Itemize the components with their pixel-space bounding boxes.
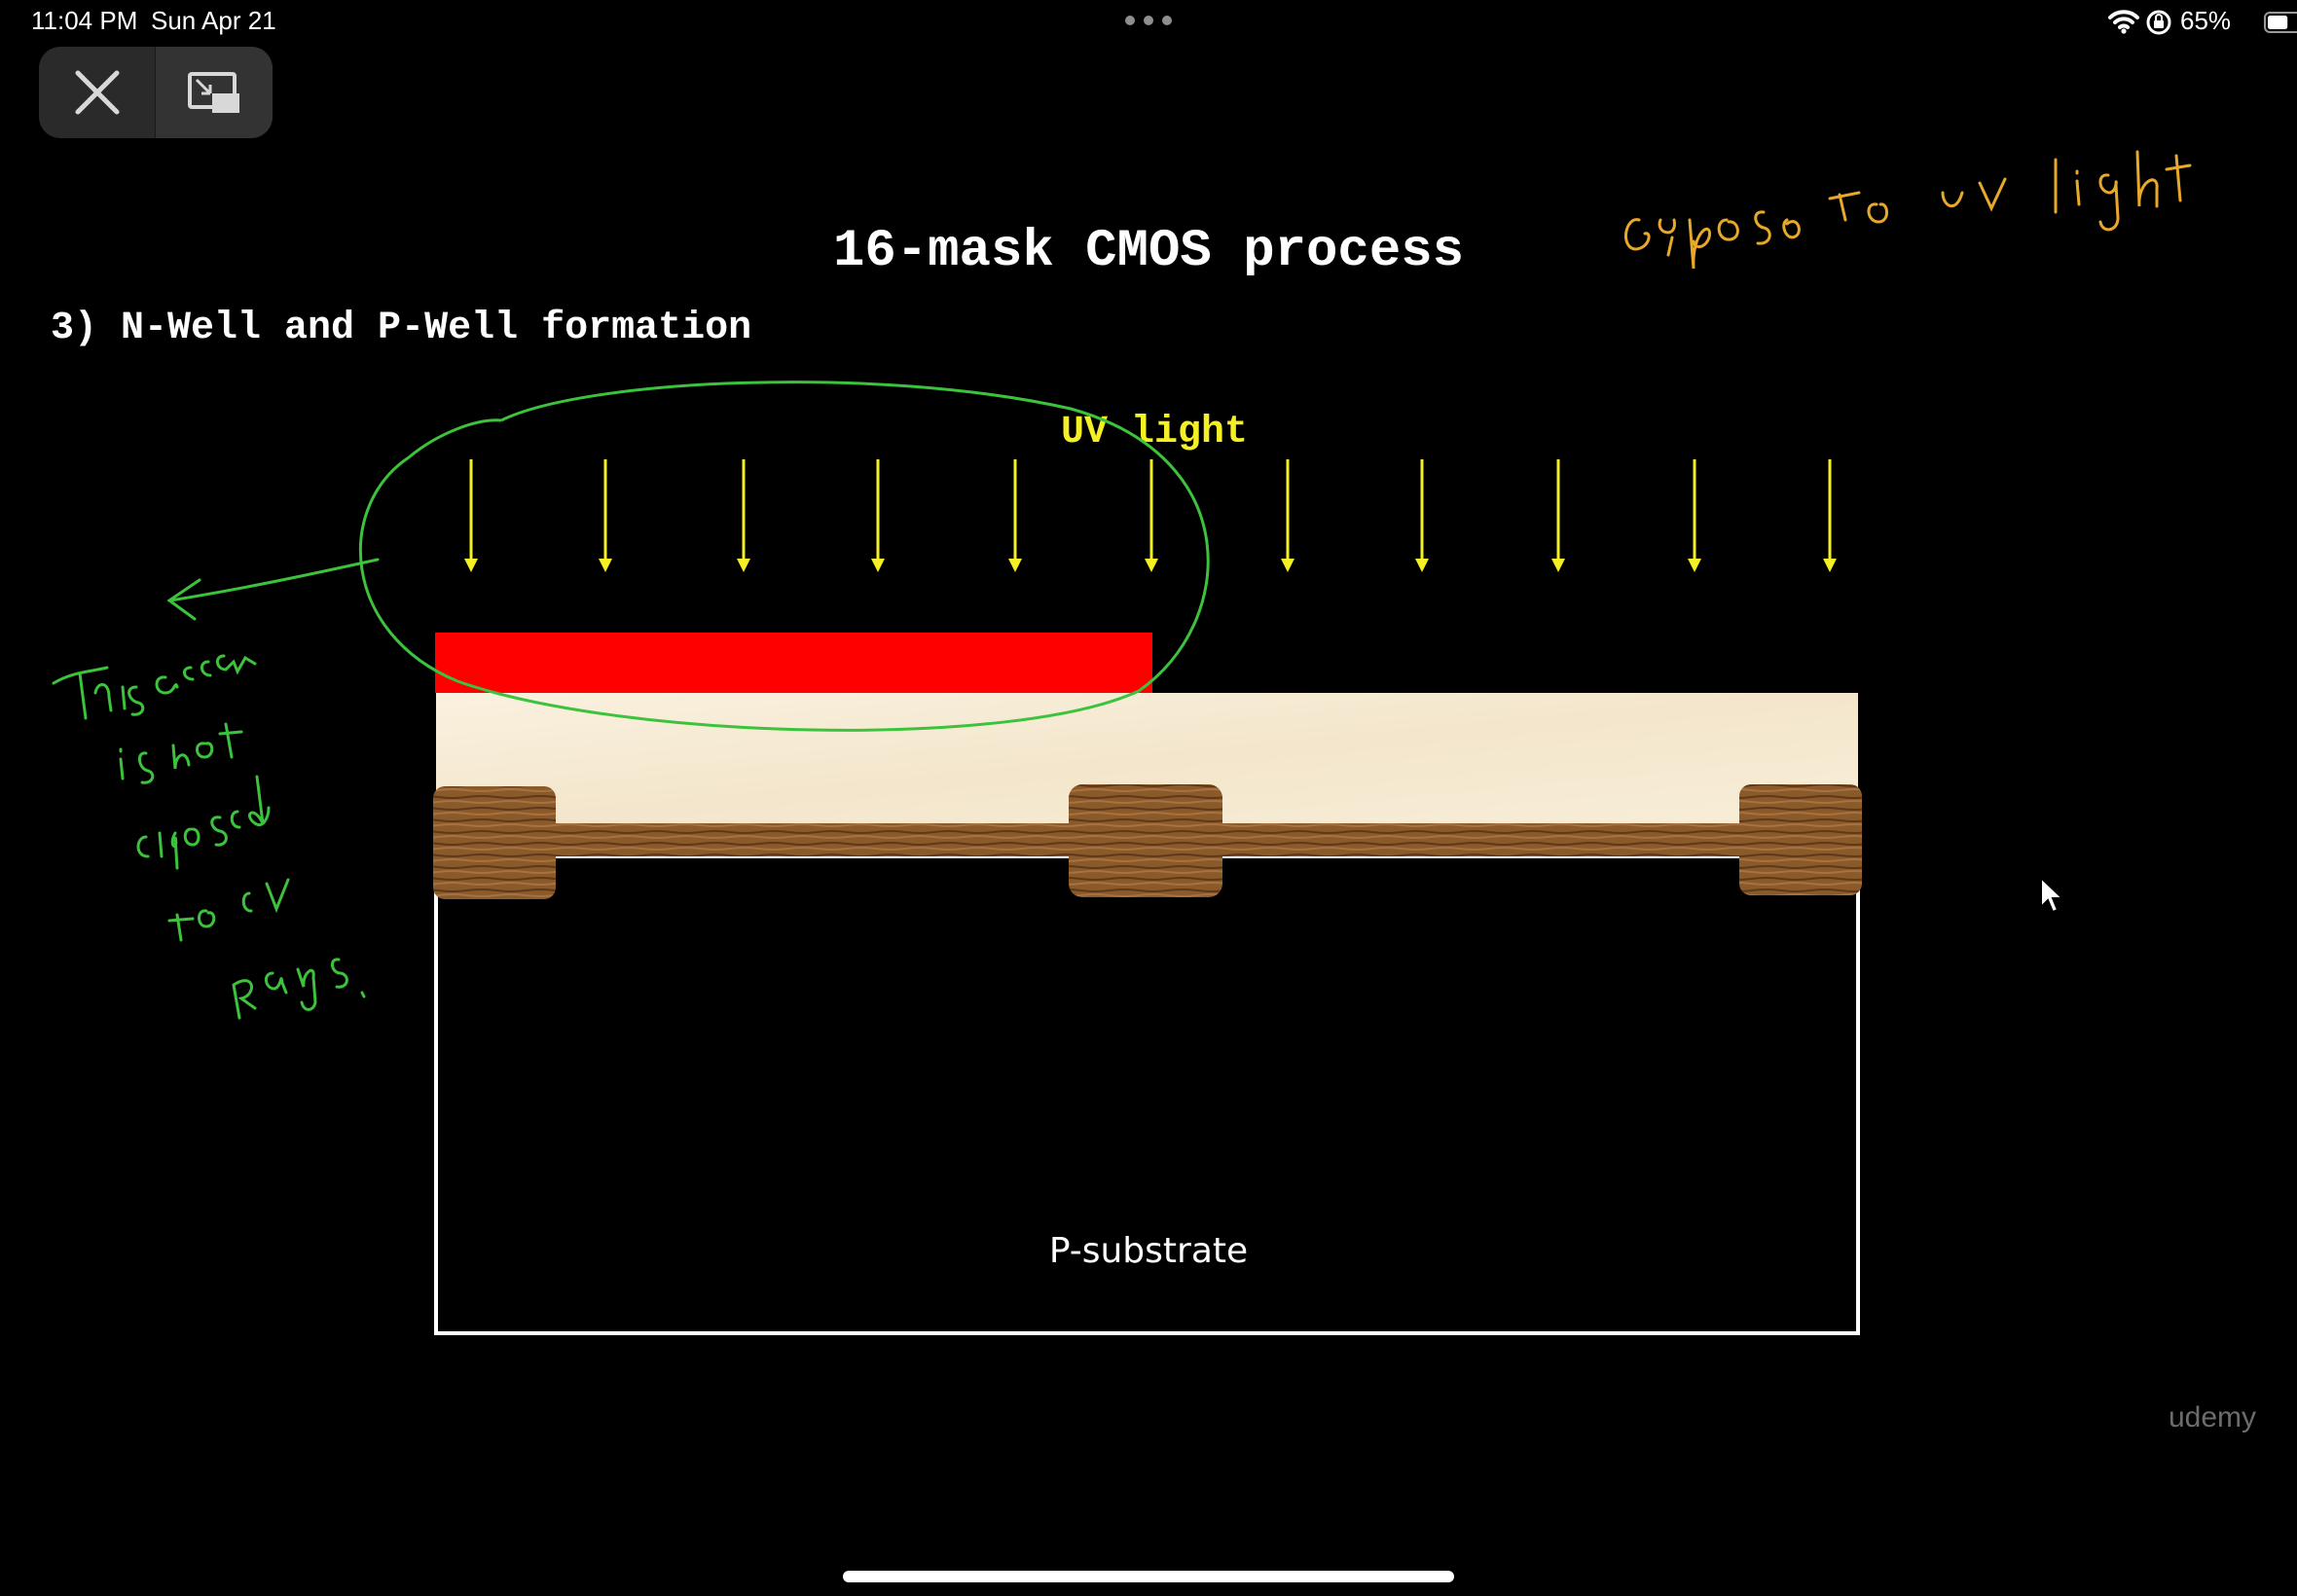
- status-date: Sun Apr 21: [151, 6, 276, 35]
- uv-arrow: [1688, 459, 1701, 572]
- uv-arrow: [737, 459, 750, 572]
- substrate-label: P-substrate: [1048, 1231, 1249, 1271]
- wifi-icon: [2108, 10, 2139, 34]
- udemy-watermark: udemy: [2168, 1401, 2256, 1433]
- uv-arrow: [1008, 459, 1022, 572]
- picture-in-picture-icon: [188, 72, 239, 113]
- battery-percentage: 65%: [2180, 6, 2232, 35]
- picture-in-picture-button[interactable]: [156, 47, 273, 138]
- home-indicator[interactable]: [843, 1571, 1454, 1582]
- status-time: 11:04 PM: [31, 6, 138, 35]
- uv-arrow: [1551, 459, 1565, 572]
- annotation-arrow: [166, 558, 380, 621]
- close-button[interactable]: [39, 47, 156, 138]
- field-oxide-middle: [1069, 784, 1222, 897]
- battery-icon: [2264, 12, 2297, 33]
- uv-arrow: [1145, 459, 1158, 572]
- uv-arrow: [1415, 459, 1429, 572]
- uv-arrow: [1823, 459, 1837, 572]
- uv-arrows: [464, 459, 1837, 572]
- uv-light-label: UV light: [1061, 411, 1249, 454]
- pip-controls: [39, 47, 273, 138]
- photomask: [435, 633, 1152, 693]
- rotation-lock-icon: [2146, 10, 2171, 35]
- uv-arrow: [599, 459, 612, 572]
- annotation-left-note-strokes: [52, 654, 366, 1020]
- slide-title: 16-mask CMOS process: [832, 222, 1465, 281]
- p-substrate: [434, 854, 1860, 1335]
- uv-arrow: [871, 459, 885, 572]
- annotation-top-right-note-strokes: [1624, 150, 2192, 270]
- field-oxide-left: [433, 786, 556, 899]
- mouse-pointer-icon: [2040, 876, 2064, 914]
- uv-arrow: [1281, 459, 1294, 572]
- status-bar: 11:04 PM Sun Apr 21 65%: [0, 0, 2297, 47]
- uv-arrow: [464, 459, 478, 572]
- field-oxide-right: [1739, 784, 1862, 895]
- multitasking-dots-icon[interactable]: [1125, 16, 1172, 29]
- close-icon: [75, 70, 120, 115]
- slide-subtitle: 3) N-Well and P-Well formation: [51, 307, 752, 350]
- annotation-circle: [358, 381, 1210, 732]
